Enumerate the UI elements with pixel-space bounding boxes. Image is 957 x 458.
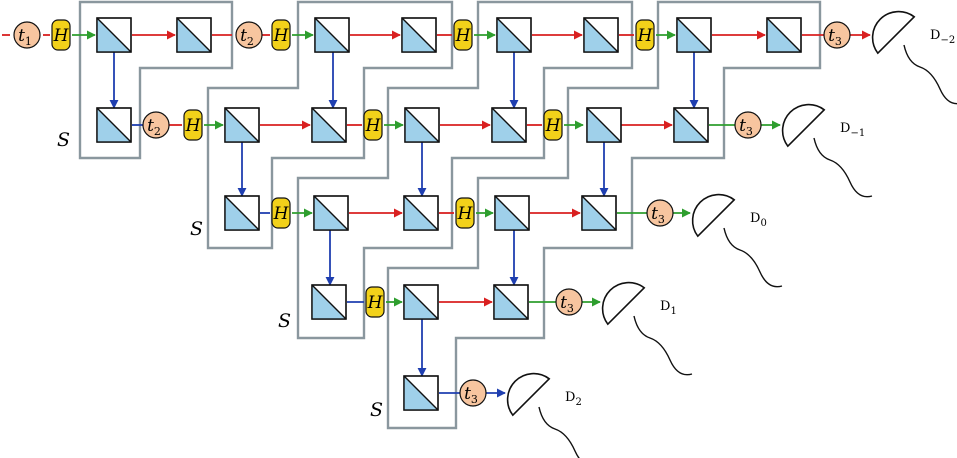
time-step-icon: t3	[555, 288, 583, 316]
time-step-icon: t2	[142, 111, 170, 139]
hadamard-label: H	[273, 26, 290, 46]
section-outline	[78, 0, 234, 160]
hadamard-gate-icon: H	[455, 197, 475, 229]
hadamard-label: H	[365, 116, 382, 136]
time-step-icon: t2	[235, 21, 263, 49]
beam-splitter-icon	[676, 17, 712, 53]
detector-label: D2	[565, 390, 582, 408]
hadamard-gate-icon: H	[271, 197, 291, 229]
beam-splitter-icon	[96, 107, 132, 143]
beam-splitter-icon	[404, 107, 440, 143]
detector-icon	[506, 372, 580, 458]
time-step-icon: t1	[13, 21, 41, 49]
hadamard-label: H	[545, 116, 562, 136]
section-label: S	[278, 310, 291, 332]
beam-splitter-icon	[586, 107, 622, 143]
beam-splitter-icon	[176, 17, 212, 53]
section-label: S	[190, 218, 203, 240]
hadamard-gate-icon: H	[635, 19, 655, 51]
time-step-icon: t3	[823, 21, 851, 49]
detector-label: D1	[660, 299, 677, 317]
hadamard-label: H	[273, 204, 290, 224]
detector-icon	[691, 193, 783, 288]
beam-splitter-icon	[673, 107, 709, 143]
beam-splitter-icon	[766, 17, 802, 53]
beam-splitter-icon	[494, 195, 530, 231]
hadamard-label: H	[457, 204, 474, 224]
beam-splitter-icon	[314, 17, 350, 53]
beam-paths	[2, 30, 871, 398]
beam-splitter-icon	[96, 17, 132, 53]
detector-label: D−1	[840, 121, 865, 139]
hadamard-gate-icon: H	[51, 19, 71, 51]
beam-splitter-icon	[313, 195, 349, 231]
beam-splitter-icon	[583, 17, 619, 53]
beam-splitter-icon	[403, 375, 439, 411]
hadamard-gate-icon: H	[453, 19, 473, 51]
beam-splitter-icon	[311, 107, 347, 143]
hadamard-label: H	[53, 26, 70, 46]
beam-splitter-icon	[496, 17, 532, 53]
time-step-icon: t3	[646, 199, 674, 227]
hadamard-label: H	[455, 26, 472, 46]
section-outline	[386, 0, 822, 430]
hadamard-gate-icon: H	[271, 19, 291, 51]
hadamard-gate-icon: H	[183, 109, 203, 141]
beam-splitter-icon	[491, 107, 527, 143]
detector-label: D0	[750, 211, 767, 229]
beam-splitter-icon	[311, 284, 347, 320]
hadamard-label: H	[185, 116, 202, 136]
section-label: S	[57, 129, 70, 151]
beam-splitter-icon	[224, 107, 260, 143]
hadamard-gate-icon: H	[363, 109, 383, 141]
beam-splitter-icon	[493, 284, 529, 320]
detector-icon	[601, 281, 693, 376]
section-outlines	[78, 0, 822, 430]
section-label: S	[370, 399, 383, 421]
beam-splitter-icon	[401, 17, 437, 53]
time-step-icon: t3	[734, 111, 762, 139]
detector-label: D−2	[930, 28, 955, 46]
hadamard-label: H	[637, 26, 654, 46]
detector-icon	[871, 10, 957, 105]
section-outline	[206, 0, 454, 250]
detector-icon	[781, 103, 873, 198]
beam-splitter-icon	[403, 284, 439, 320]
beam-splitter-icon	[581, 195, 617, 231]
beam-splitter-icon	[403, 195, 439, 231]
time-step-icon: t3	[459, 379, 487, 407]
hadamard-label: H	[367, 293, 384, 313]
section-outline	[296, 0, 634, 340]
beam-splitter-icon	[224, 195, 260, 231]
hadamard-gate-icon: H	[365, 286, 385, 318]
components: H H H H H H H H H Ht1 t2 t3 t2 t3 t3 t3 t3	[13, 10, 957, 458]
hadamard-gate-icon: H	[543, 109, 563, 141]
